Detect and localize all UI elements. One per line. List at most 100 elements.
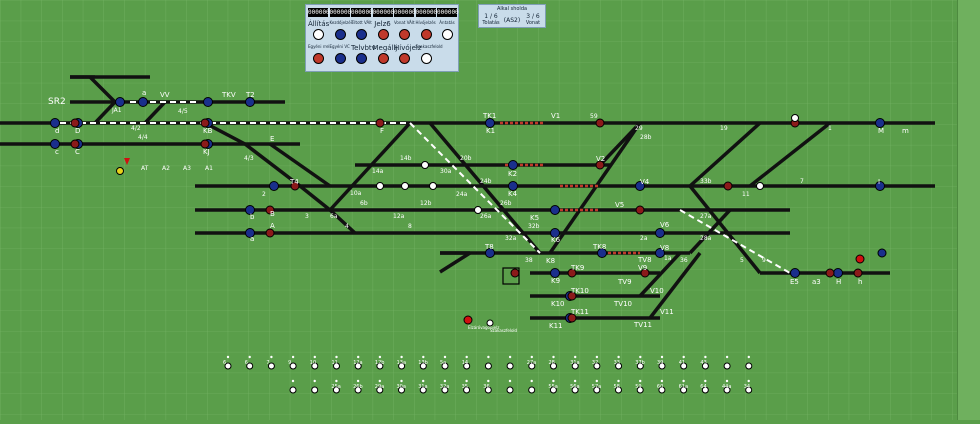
signal-button[interactable]: [203, 97, 213, 107]
signal-button[interactable]: [245, 97, 255, 107]
control-button[interactable]: [420, 53, 432, 64]
switch-button[interactable]: [595, 118, 605, 128]
bottom-button[interactable]: [441, 386, 449, 394]
mode-vonat-value[interactable]: 3 / 6: [526, 13, 540, 20]
bottom-button[interactable]: [680, 386, 688, 394]
switch-button[interactable]: [567, 291, 577, 301]
control-button[interactable]: [313, 53, 324, 64]
signal-button[interactable]: [597, 248, 607, 258]
bottom-button[interactable]: [701, 386, 709, 394]
signal-button[interactable]: [245, 205, 255, 215]
point-indicator[interactable]: [401, 182, 409, 190]
bottom-button[interactable]: [550, 362, 557, 370]
control-button[interactable]: [399, 53, 410, 64]
crossing-box[interactable]: [502, 267, 520, 285]
mode-tolatas-label[interactable]: Tolatás: [482, 20, 500, 26]
switch-button[interactable]: [853, 268, 863, 278]
bottom-button[interactable]: [528, 362, 536, 370]
bottom-button[interactable]: [549, 386, 557, 394]
switch-button[interactable]: [200, 118, 210, 128]
white-lamp[interactable]: [486, 319, 494, 327]
bottom-button[interactable]: [311, 362, 319, 370]
signals[interactable]: [50, 97, 887, 327]
bottom-button[interactable]: [658, 386, 666, 394]
signal-button[interactable]: [550, 228, 560, 238]
bottom-button[interactable]: [723, 386, 731, 394]
bottom-button[interactable]: [441, 362, 449, 370]
switch-button[interactable]: [70, 118, 80, 128]
control-button[interactable]: [356, 53, 367, 64]
switch-button[interactable]: [723, 181, 733, 191]
bottom-button[interactable]: [636, 386, 644, 394]
signal-button[interactable]: [115, 97, 125, 107]
bottom-button[interactable]: [571, 386, 579, 394]
bottom-button[interactable]: [528, 386, 536, 394]
switch-button[interactable]: [265, 228, 275, 238]
bottom-button[interactable]: [615, 386, 622, 394]
red-lamp-2[interactable]: [855, 254, 865, 264]
signal-button[interactable]: [550, 205, 560, 215]
bottom-button[interactable]: [376, 386, 384, 394]
signal-button[interactable]: [245, 228, 255, 238]
bottom-button[interactable]: [658, 362, 666, 370]
point-indicator[interactable]: [474, 206, 482, 214]
point-indicator[interactable]: [429, 182, 437, 190]
switch-button[interactable]: [595, 160, 605, 170]
bottom-button[interactable]: [224, 362, 232, 370]
bottom-button[interactable]: [332, 386, 340, 394]
control-button[interactable]: [399, 29, 410, 40]
point-indicator[interactable]: [421, 161, 429, 169]
bottom-button[interactable]: [463, 362, 471, 370]
bottom-button[interactable]: [484, 386, 492, 394]
bottom-button[interactable]: [745, 386, 753, 394]
switch-button[interactable]: [567, 313, 577, 323]
mode-tolatas-value[interactable]: 1 / 6: [484, 13, 498, 20]
control-button[interactable]: [334, 29, 346, 40]
control-button[interactable]: [420, 29, 432, 40]
signal-button[interactable]: [550, 268, 560, 278]
bottom-button[interactable]: [419, 362, 427, 370]
bottom-button[interactable]: [680, 362, 688, 370]
signal-button[interactable]: [655, 228, 665, 238]
bottom-button[interactable]: [354, 362, 362, 370]
control-button[interactable]: [334, 53, 346, 64]
control-button[interactable]: [377, 53, 389, 64]
switch-button[interactable]: [290, 181, 300, 191]
bottom-button[interactable]: [593, 386, 601, 394]
signal-button[interactable]: [833, 268, 843, 278]
signal-button[interactable]: [138, 97, 148, 107]
bottom-button[interactable]: [376, 362, 384, 370]
bottom-button[interactable]: [745, 362, 753, 370]
switch-button[interactable]: [265, 205, 275, 215]
bottom-button[interactable]: [398, 362, 406, 370]
bottom-button[interactable]: [723, 362, 731, 370]
bottom-button[interactable]: [506, 362, 514, 370]
bottom-button[interactable]: [701, 362, 709, 370]
control-button[interactable]: [356, 29, 367, 40]
vertical-scrollbar[interactable]: [957, 0, 980, 420]
switch-button[interactable]: [825, 268, 835, 278]
signal-button[interactable]: [485, 248, 495, 258]
bottom-button[interactable]: [593, 362, 601, 370]
blue-lamp[interactable]: [877, 248, 887, 258]
signal-button[interactable]: [635, 181, 645, 191]
bottom-button[interactable]: [615, 362, 623, 370]
point-indicator[interactable]: [756, 182, 764, 190]
control-button[interactable]: [313, 29, 324, 40]
switch-button[interactable]: [70, 139, 80, 149]
bottom-button[interactable]: [463, 386, 471, 394]
signal-button[interactable]: [790, 268, 800, 278]
bottom-button[interactable]: [246, 362, 254, 370]
point-indicator[interactable]: [376, 182, 384, 190]
mode-vonat-label[interactable]: Vonat: [525, 20, 541, 26]
bottom-button[interactable]: [311, 386, 319, 394]
bottom-button[interactable]: [354, 386, 362, 394]
red-lamp[interactable]: [463, 315, 473, 325]
bottom-button[interactable]: [419, 386, 427, 394]
signal-button[interactable]: [875, 118, 885, 128]
bottom-button[interactable]: [289, 386, 297, 394]
signal-button[interactable]: [50, 118, 60, 128]
signal-button[interactable]: [875, 181, 885, 191]
bottom-button[interactable]: [333, 362, 340, 370]
bottom-button[interactable]: [289, 362, 297, 370]
